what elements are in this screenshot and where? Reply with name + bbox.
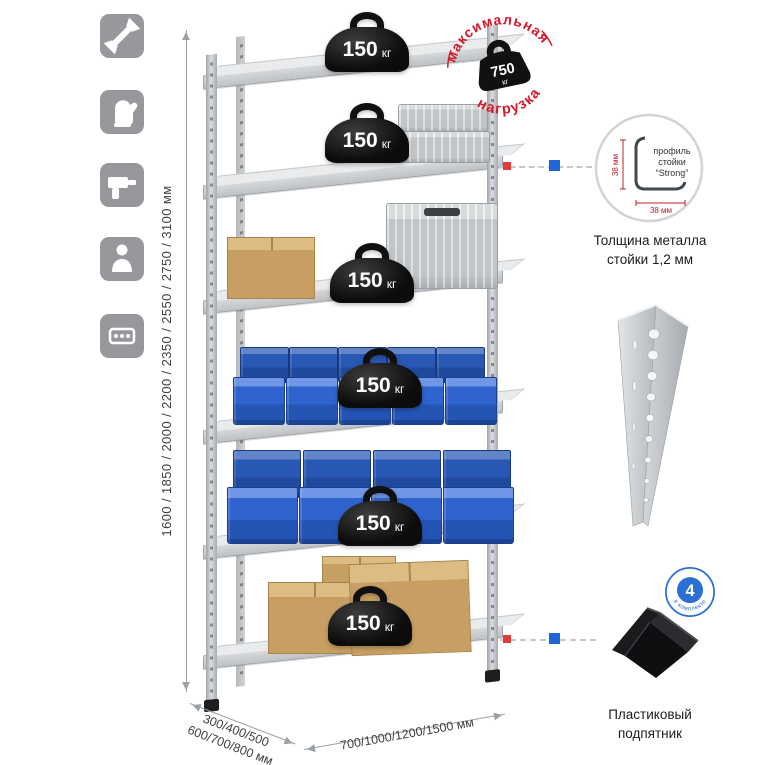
depth-dimension-label: 300/400/500 600/700/800 мм xyxy=(157,696,309,765)
load-value: 150 xyxy=(342,128,378,152)
connector-marker-blue xyxy=(549,633,560,644)
profile-caption-line2: стойки 1,2 мм xyxy=(606,251,694,267)
foot-caption-line1: Пластиковый xyxy=(608,707,692,722)
profile-dim-vertical: 38 мм xyxy=(611,154,620,176)
profile-label-line3: “Strong” xyxy=(656,168,689,178)
storage-bin xyxy=(286,377,338,425)
load-unit: кг xyxy=(386,277,397,291)
storage-bin xyxy=(233,377,285,425)
width-dimension-label: 700/1000/1200/1500 мм xyxy=(302,708,512,760)
profile-dim-horizontal: 38 мм xyxy=(650,206,672,215)
load-value: 150 xyxy=(345,611,381,635)
stamp-unit: кг xyxy=(501,77,509,87)
profile-caption-line1: Толщина металла xyxy=(593,233,707,248)
aluminium-case xyxy=(392,131,490,163)
load-unit: кг xyxy=(381,46,392,60)
load-value: 150 xyxy=(347,268,383,292)
load-value: 150 xyxy=(355,511,391,535)
connector-line xyxy=(500,166,592,168)
rack-post-front-left xyxy=(206,53,217,702)
profile-label-line2: стойки xyxy=(658,157,686,167)
badge-number: 4 xyxy=(685,582,695,600)
profile-cross-section xyxy=(634,136,687,191)
profile-caption: Толщина металла стойки 1,2 мм xyxy=(575,232,725,270)
perforated-profile-icon xyxy=(100,314,144,358)
load-value: 150 xyxy=(355,373,391,397)
height-dimension-label: 1600 / 1850 / 2000 / 2200 / 2350 / 2550 … xyxy=(159,185,174,537)
glove-icon xyxy=(100,90,144,134)
cardboard-box xyxy=(227,237,315,299)
load-unit: кг xyxy=(394,382,405,396)
storage-bin xyxy=(445,377,497,425)
max-load-stamp: максимальная нагрузка 750 кг xyxy=(428,0,578,149)
stamp-value: 750 xyxy=(489,60,516,81)
connector-marker-red xyxy=(503,635,511,643)
storage-bin xyxy=(443,487,514,544)
height-dimension-line xyxy=(182,30,190,692)
connector-marker-red xyxy=(503,162,511,170)
connector-marker-blue xyxy=(549,160,560,171)
corner-post-image xyxy=(588,300,713,540)
foot-caption-line2: подпятник xyxy=(617,725,683,741)
included-count-badge: в комплекте 4 xyxy=(664,566,716,623)
load-unit: кг xyxy=(381,137,392,151)
load-unit: кг xyxy=(394,520,405,534)
post-profile-detail: 38 мм 38 мм профиль стойки “Strong” xyxy=(593,112,705,229)
wrench-icon xyxy=(100,14,144,58)
storage-bin xyxy=(227,487,298,544)
stamp-weight-body xyxy=(478,51,531,92)
connector-line xyxy=(500,639,596,641)
load-value: 150 xyxy=(342,37,378,61)
profile-label-line1: профиль xyxy=(653,146,691,156)
load-unit: кг xyxy=(384,620,395,634)
foot-caption: Пластиковый подпятник xyxy=(580,706,720,744)
plastic-foot-image xyxy=(598,592,713,692)
width-label-text: 700/1000/1200/1500 мм xyxy=(339,715,475,753)
drill-icon xyxy=(100,163,144,207)
person-icon xyxy=(100,237,144,281)
